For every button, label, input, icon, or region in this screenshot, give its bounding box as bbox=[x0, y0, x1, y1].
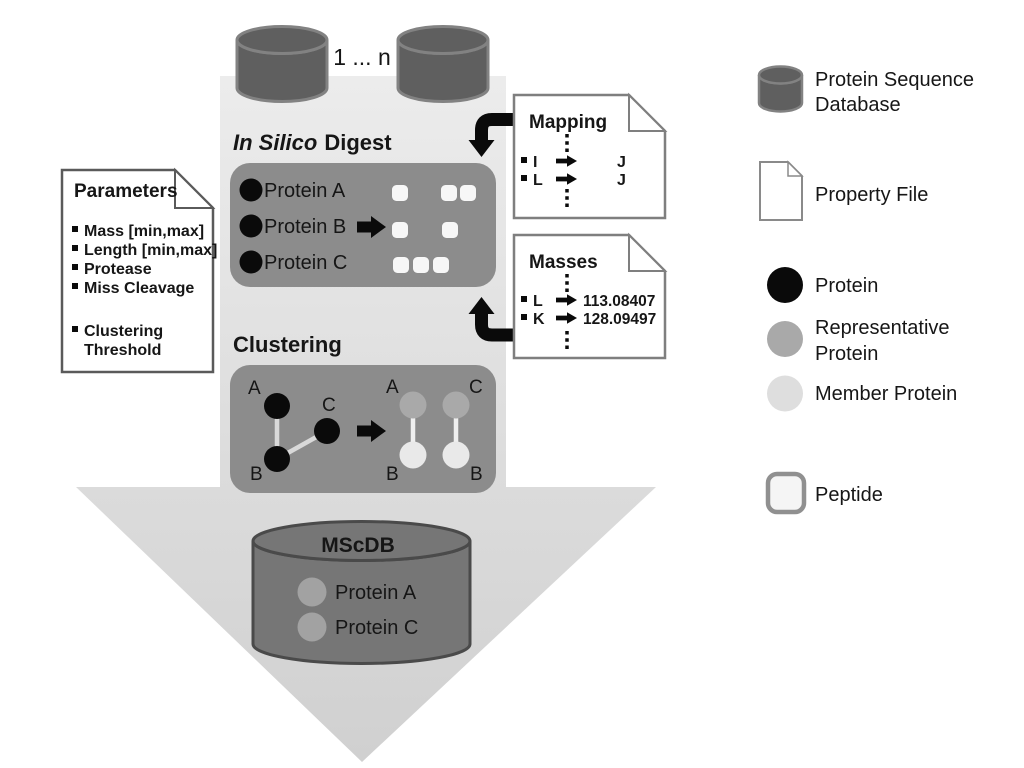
parameter-item: Mass [min,max] bbox=[84, 223, 204, 240]
legend-property-file-label: Property File bbox=[815, 184, 928, 206]
bullet-icon bbox=[72, 245, 78, 251]
digest-protein-b-label: Protein B bbox=[264, 216, 346, 238]
masses-row-value: 128.09497 bbox=[583, 311, 656, 328]
legend-database-label-line1: Protein Sequence bbox=[815, 69, 974, 91]
bullet-icon bbox=[521, 157, 527, 163]
masses-file: Masses L 113.08407 K 128.09497 bbox=[512, 232, 668, 360]
parameters-file-title: Parameters bbox=[74, 181, 178, 202]
peptide-icon bbox=[433, 257, 449, 273]
parameters-file: Parameters Mass [min,max] Length [min,ma… bbox=[60, 167, 217, 374]
parameter-item: Length [min,max] bbox=[84, 242, 217, 259]
peptide-icon bbox=[442, 222, 458, 238]
legend-database-icon bbox=[757, 65, 804, 113]
digest-protein-c-label: Protein C bbox=[264, 252, 347, 274]
legend-member-label: Member Protein bbox=[815, 383, 957, 405]
node-label-a: A bbox=[248, 378, 261, 399]
cluster-label-a: A bbox=[386, 377, 399, 398]
legend-protein-label: Protein bbox=[815, 275, 878, 297]
source-database-cylinder-1 bbox=[235, 25, 329, 103]
mapping-row-value: J bbox=[617, 172, 626, 189]
legend: Protein Sequence Database Property File … bbox=[757, 65, 974, 515]
peptide-icon bbox=[441, 185, 457, 201]
member-protein-icon bbox=[442, 441, 470, 469]
digest-protein-a-label: Protein A bbox=[264, 180, 346, 202]
member-protein-icon bbox=[399, 441, 427, 469]
mscdb-entry: Protein A bbox=[335, 582, 417, 604]
peptide-icon bbox=[393, 257, 409, 273]
peptide-icon bbox=[392, 222, 408, 238]
folded-corner-icon bbox=[628, 232, 668, 272]
protein-icon bbox=[239, 250, 263, 274]
protein-node-b bbox=[264, 446, 290, 472]
bullet-icon bbox=[72, 226, 78, 232]
mapping-input-arrow bbox=[468, 113, 514, 157]
legend-peptide-label: Peptide bbox=[815, 484, 883, 506]
mapping-row-key: I bbox=[533, 154, 537, 171]
peptide-icon bbox=[460, 185, 476, 201]
mapping-file: Mapping I J L J bbox=[512, 92, 668, 220]
legend-property-file-icon bbox=[759, 160, 804, 221]
clustering-output-graph: A C B B bbox=[386, 377, 483, 485]
bullet-icon bbox=[72, 283, 78, 289]
masses-file-title: Masses bbox=[529, 252, 598, 273]
bullet-icon bbox=[521, 314, 527, 320]
legend-representative-protein-icon bbox=[767, 321, 803, 357]
mapping-file-title: Mapping bbox=[529, 112, 607, 133]
protein-node-a bbox=[264, 393, 290, 419]
legend-representative-label-line2: Protein bbox=[815, 343, 878, 365]
mscdb-title: MScDB bbox=[321, 534, 395, 557]
parameter-item: Clustering bbox=[84, 323, 163, 340]
legend-representative-label-line1: Representative bbox=[815, 317, 950, 339]
representative-protein-icon bbox=[399, 391, 427, 419]
peptide-icon bbox=[413, 257, 429, 273]
masses-input-arrow bbox=[468, 297, 514, 342]
bullet-icon bbox=[72, 326, 78, 332]
parameter-item: Threshold bbox=[84, 342, 161, 359]
clustering-title: Clustering bbox=[233, 332, 342, 357]
parameter-item: Miss Cleavage bbox=[84, 280, 194, 297]
representative-protein-icon bbox=[442, 391, 470, 419]
bullet-icon bbox=[521, 175, 527, 181]
vertical-ellipsis-icon bbox=[565, 331, 569, 349]
clustering-input-graph: A B C bbox=[248, 378, 340, 485]
source-count-label: 1 ... n bbox=[333, 44, 391, 70]
peptide-squares bbox=[392, 185, 476, 273]
peptide-icon bbox=[392, 185, 408, 201]
vertical-ellipsis-icon bbox=[565, 189, 569, 207]
vertical-ellipsis-icon bbox=[565, 134, 569, 152]
parameter-item: Protease bbox=[84, 261, 152, 278]
mscdb-entry: Protein C bbox=[335, 617, 418, 639]
protein-node-c bbox=[314, 418, 340, 444]
folded-corner-icon bbox=[628, 92, 668, 132]
folded-corner-icon bbox=[174, 167, 216, 209]
cluster-label-b2: B bbox=[470, 464, 483, 485]
bullet-icon bbox=[521, 296, 527, 302]
mapping-row-key: L bbox=[533, 172, 543, 189]
source-database-cylinder-2 bbox=[396, 25, 490, 103]
cluster-label-b1: B bbox=[386, 464, 399, 485]
masses-row-value: 113.08407 bbox=[583, 293, 655, 310]
representative-protein-icon bbox=[297, 612, 327, 642]
vertical-ellipsis-icon bbox=[565, 274, 569, 292]
legend-member-protein-icon bbox=[767, 375, 803, 412]
legend-peptide-icon bbox=[765, 471, 807, 515]
masses-row-key: K bbox=[533, 311, 545, 328]
node-label-c: C bbox=[322, 395, 336, 416]
protein-icon bbox=[239, 178, 263, 202]
node-label-b: B bbox=[250, 464, 263, 485]
bullet-icon bbox=[72, 264, 78, 270]
legend-protein-icon bbox=[767, 267, 803, 303]
representative-protein-icon bbox=[297, 577, 327, 607]
masses-row-key: L bbox=[533, 293, 543, 310]
mapping-row-value: J bbox=[617, 154, 626, 171]
protein-icon bbox=[239, 214, 263, 238]
legend-database-label-line2: Database bbox=[815, 94, 901, 116]
cluster-label-c: C bbox=[469, 377, 483, 398]
